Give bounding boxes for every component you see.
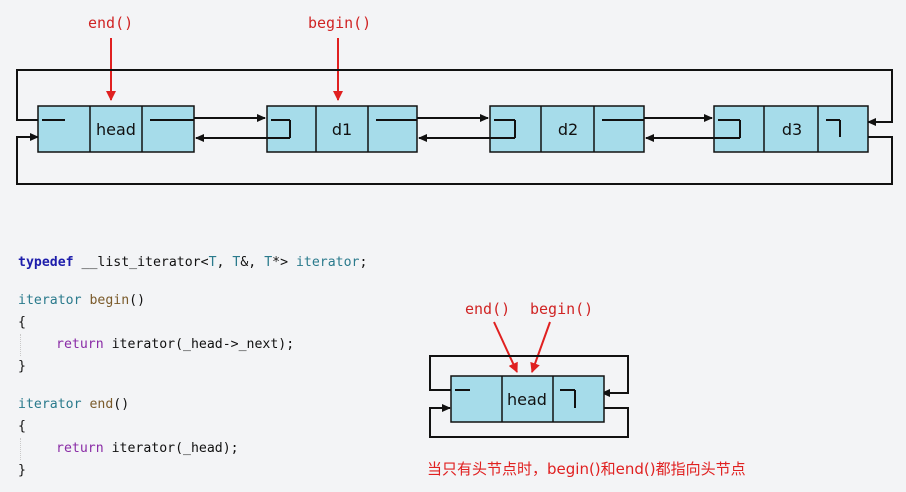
begin-open-brace: { <box>18 315 26 330</box>
node-label-d1: d1 <box>332 120 352 139</box>
node-label-d2: d2 <box>558 120 578 139</box>
end-open-brace: { <box>18 419 26 434</box>
end-signature: iterator end() <box>18 397 130 412</box>
typedef-line: typedef __list_iterator<T, T&, T*> itera… <box>18 255 368 270</box>
small-end-pointer-arrow <box>493 321 518 373</box>
circular-link-next-top <box>16 69 893 123</box>
small-begin-pointer-label: begin() <box>530 300 593 318</box>
circular-link-prev-bottom <box>16 133 893 185</box>
single-node-note: 当只有头节点时，begin()和end()都指向头节点 <box>427 460 746 478</box>
small-node-head: head <box>450 375 605 423</box>
small-circular-link-bottom <box>429 404 629 438</box>
begin-close-brace: } <box>18 359 26 374</box>
node-d1: d1 <box>266 105 418 153</box>
small-begin-pointer-arrow <box>530 321 551 373</box>
small-node-label: head <box>507 390 547 409</box>
begin-pointer-label: begin() <box>308 14 371 32</box>
end-close-brace: } <box>18 463 26 478</box>
node-head: head <box>37 105 195 153</box>
node-label-head: head <box>96 120 136 139</box>
node-d2: d2 <box>489 105 645 153</box>
pointer-stubs <box>42 119 841 137</box>
node-label-d3: d3 <box>782 120 802 139</box>
code-snippet: typedef __list_iterator<T, T&, T*> itera… <box>18 252 428 482</box>
node-d3: d3 <box>713 105 869 153</box>
small-circular-link-top <box>429 355 629 397</box>
end-pointer-label: end() <box>88 14 133 32</box>
typedef-keyword: typedef <box>18 255 74 270</box>
small-end-pointer-label: end() <box>465 300 510 318</box>
begin-body: return iterator(_head->_next); <box>18 334 428 356</box>
begin-signature: iterator begin() <box>18 293 146 308</box>
end-body: return iterator(_head); <box>18 438 428 460</box>
